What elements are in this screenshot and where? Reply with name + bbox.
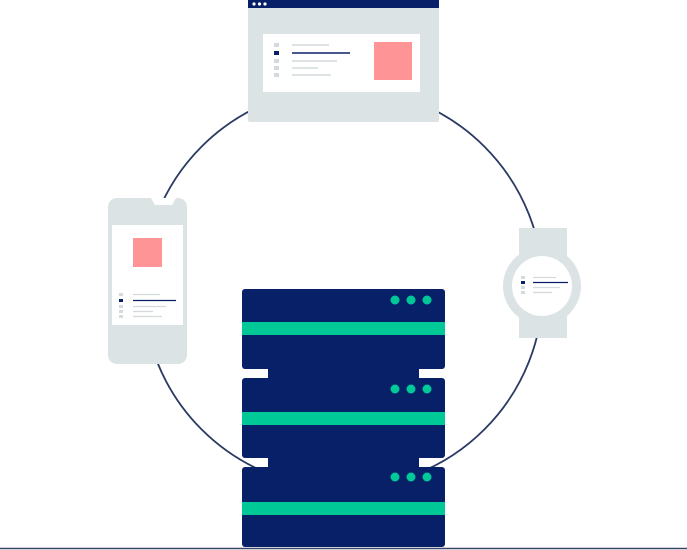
smartphone-icon — [108, 198, 187, 364]
browser-window-icon — [248, 0, 439, 122]
server-rack-icon — [242, 289, 445, 547]
server-unit — [242, 378, 445, 458]
server-unit-leds — [390, 295, 432, 305]
server-unit — [242, 289, 445, 369]
phone-list-bullets — [119, 293, 123, 318]
watch-list-bullets — [521, 276, 525, 294]
server-unit-stripe — [242, 412, 445, 425]
phone-image-placeholder — [133, 238, 162, 267]
server-connector-2 — [268, 457, 419, 469]
phone-notch — [151, 198, 176, 205]
browser-window-dots — [252, 2, 267, 6]
server-unit-stripe — [242, 322, 445, 335]
watch-face — [512, 256, 572, 316]
phone-list-lines — [133, 293, 176, 318]
server-unit-leds — [390, 384, 432, 394]
server-unit-leds — [390, 472, 432, 482]
server-connector-1 — [268, 368, 419, 380]
browser-list-bullets — [274, 43, 279, 77]
browser-image-placeholder — [374, 42, 412, 80]
server-unit — [242, 467, 445, 547]
watch-list-lines — [533, 276, 568, 294]
smartwatch-icon — [503, 228, 581, 338]
browser-list-lines — [292, 44, 350, 76]
server-unit-stripe — [242, 502, 445, 515]
browser-title-bar — [248, 0, 439, 8]
